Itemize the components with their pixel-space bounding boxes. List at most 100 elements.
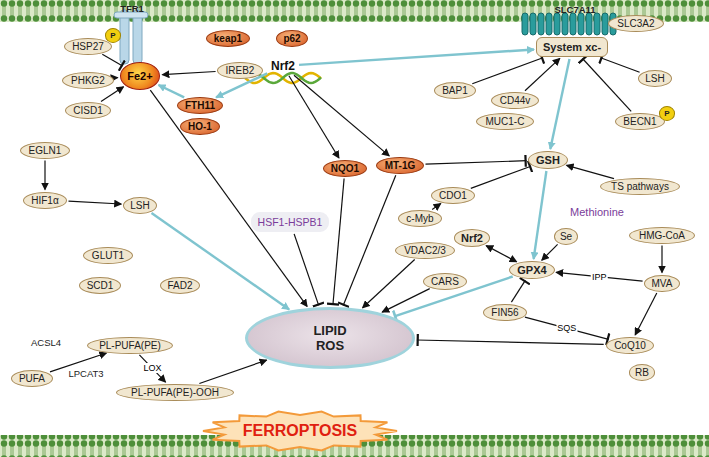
protein-ellipse: CDO1 [431,187,475,204]
protein-ellipse: RB [629,364,656,381]
node-text: FTH11 [185,100,215,111]
node-text: P [110,31,115,40]
lipid-ellipse: PL-PUFA(PE)-OOH [116,384,233,401]
node-text: LSH [130,200,149,211]
free-label: LPCAT3 [68,368,103,379]
lipid-ellipse: PUFA [11,370,53,387]
node-text: RB [635,367,649,378]
inhibition-connector [343,175,396,305]
free-label: ACSL4 [31,337,61,348]
node-text: BECN1 [623,116,656,127]
protein-ellipse: HIF1α [23,192,66,209]
transporter-helix [546,13,552,35]
node-text: LSH [645,73,664,84]
node-text: GPX4 [517,264,546,276]
inhibition-connector [471,166,531,188]
enzyme-ellipse: GPX4 [509,261,555,279]
protein-ellipse: BAP1 [434,82,475,99]
free-label: SLC7A11 [554,4,595,15]
transcription-factor: Nrf2 [269,58,297,74]
compound-ellipse: FIN56 [483,304,526,321]
node-text: HSF1-HSPB1 [258,216,323,228]
activation-connector [294,75,389,156]
inhibition-connector [333,179,344,306]
node-text: P [664,109,669,118]
node-text: PUFA [19,373,45,384]
transporter-helix [538,13,544,35]
phospho-dot: P [659,106,676,121]
node-text: CDO1 [439,190,467,201]
protein-ellipse: GLUT1 [83,247,132,264]
activation-connector [382,289,430,313]
node-text: FERROPTOSIS [243,422,357,440]
node-text: FIN56 [491,307,518,318]
node-text: SCD1 [87,280,114,291]
transporter-helix [594,13,600,35]
protein-ellipse: CD44v [491,92,538,109]
metabolite-ellipse: GSH [528,151,567,169]
node-text: IREB2 [226,65,255,76]
node-text: LIPID ROS [305,323,355,353]
transporter-helix [554,13,560,35]
activation-connector [139,355,165,382]
node-text: GSH [536,154,560,166]
node-text: c-Myb [406,213,433,224]
free-label: TFR1 [120,3,144,14]
node-text: PHKG2 [71,75,105,86]
inhibition-connector [472,58,543,84]
transporter-helix [562,13,568,35]
activation-connector [661,246,662,273]
phospho-dot: P [105,28,122,43]
activation-connector [567,165,614,178]
node-text: CoQ10 [614,340,646,351]
activation-connector [115,77,118,78]
activation-connector [542,244,558,260]
activation-connector [159,85,185,97]
activation-connector [69,201,122,204]
transporter-helix [578,13,584,35]
node-text: System xc- [543,41,601,53]
protein-ellipse: NQO1 [323,160,368,177]
node-text: MT-1G [385,160,416,171]
free-label: Methionine [570,206,624,218]
protein-ellipse: MUC1-C [476,113,533,130]
inhibition-connector [102,54,122,66]
activation-connector [150,90,307,306]
protein-ellipse: c-Myb [398,210,441,227]
node-text: HMG-CoA [639,230,685,241]
inhibition-connector [511,280,525,302]
node-text: BAP1 [442,85,468,96]
activation-connector [556,272,642,281]
protein-ellipse: SCD1 [79,277,122,294]
node-text: MVA [652,278,673,289]
activation-connector [44,161,45,190]
edge-label: LOX [142,363,162,373]
node-text: p62 [283,33,300,44]
node-text: Nrf2 [271,59,295,73]
protein-ellipse: PHKG2 [62,72,113,89]
transporter-helix [530,13,536,35]
node-text: keap1 [214,33,242,44]
transporter-helix [570,13,576,35]
protein-ellipse: keap1 [206,30,251,47]
metabolite-ellipse: CoQ10 [606,337,655,354]
node-text: HO-1 [188,121,212,132]
protein-ellipse: HO-1 [180,118,219,135]
edge-label: SQS [556,323,577,333]
activation-connector [534,171,547,259]
protein-ellipse: MT-1G [376,157,423,174]
protein-ellipse: CISD1 [65,102,111,119]
node-text: CD44v [500,95,531,106]
node-text: TS pathways [611,181,669,192]
node-text: NQO1 [331,163,359,174]
node-text: HSP27 [72,41,104,52]
node-text: CISD1 [73,105,102,116]
burst-shape [203,412,397,451]
ferroptosis-burst: FERROPTOSIS [202,410,398,452]
node-text: VDAC2/3 [404,245,446,256]
protein-ellipse: LSH [638,70,672,87]
inhibition-connector [525,317,609,339]
activation-connector [635,293,657,335]
